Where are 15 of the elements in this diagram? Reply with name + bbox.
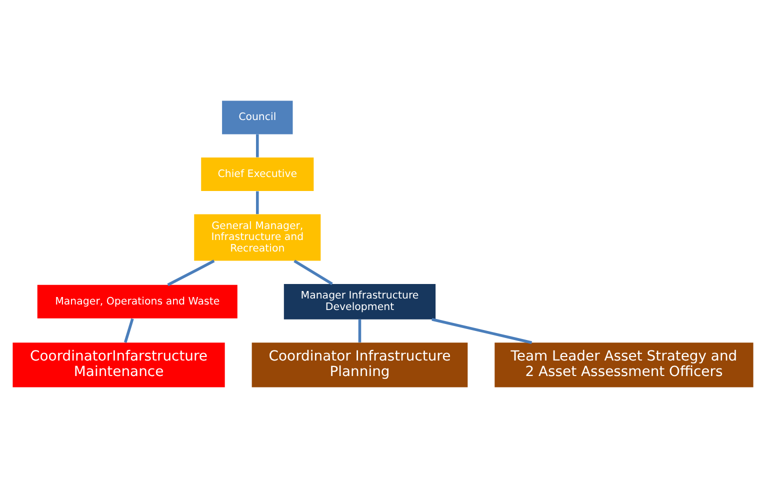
node-box: Manager, Operations and Waste: [37, 284, 238, 318]
node-box: General Manager, Infrastructure and Recreation: [194, 214, 321, 261]
connector: [432, 318, 532, 344]
node-box: Coordinator Infrastructure Planning: [252, 342, 468, 388]
connector: [256, 134, 259, 158]
node-box: Chief Executive: [201, 157, 314, 191]
connector: [256, 191, 259, 214]
node-box: Team Leader Asset Strategy and 2 Asset Assessment Officers: [494, 342, 754, 388]
node-box: Manager Infrastructure Development: [284, 284, 436, 320]
connector: [294, 260, 333, 286]
connector: [358, 319, 362, 342]
node-box: Council: [222, 100, 293, 134]
node-box: CoordinatorInfarstructure Maintenance: [12, 342, 225, 388]
connector: [167, 260, 215, 286]
connector: [124, 318, 134, 343]
